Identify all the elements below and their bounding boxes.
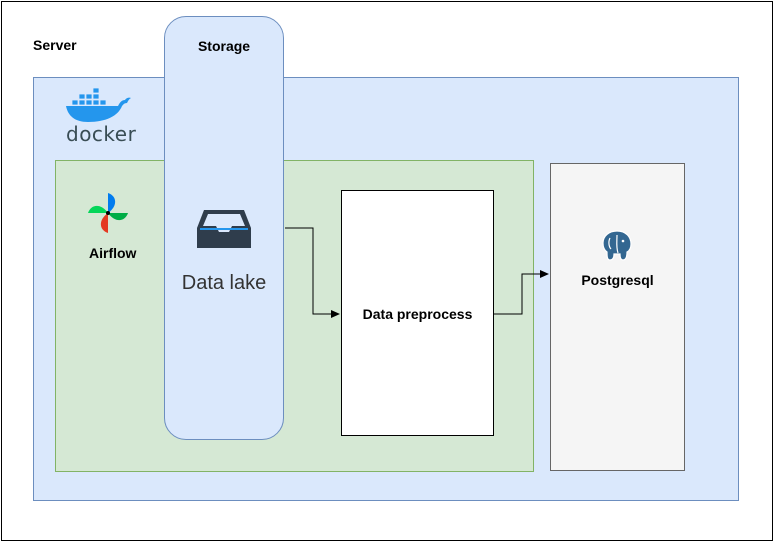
- airflow-icon-wrap: [87, 192, 129, 234]
- postgresql-icon-wrap: [600, 229, 634, 263]
- docker-logo: docker: [62, 87, 137, 146]
- data-preprocess-box: [341, 190, 494, 436]
- arrow-preprocess-to-postgresql: [494, 270, 549, 315]
- inbox-tray-icon: [197, 210, 251, 248]
- server-label: Server: [33, 37, 77, 53]
- airflow-label: Airflow: [89, 245, 137, 261]
- data-lake-icon-wrap: [196, 208, 252, 250]
- airflow-pinwheel-icon: [88, 193, 128, 233]
- postgresql-elephant-icon: [602, 230, 632, 261]
- docker-whale-icon: [66, 87, 131, 122]
- postgresql-box: [550, 163, 685, 471]
- postgresql-label: Postgresql: [581, 272, 654, 288]
- docker-logo-text: docker: [66, 122, 137, 146]
- data-preprocess-label: Data preprocess: [362, 306, 473, 322]
- data-lake-label: Data lake: [181, 272, 267, 294]
- storage-label: Storage: [197, 38, 251, 54]
- arrow-datalake-to-preprocess: [285, 227, 340, 318]
